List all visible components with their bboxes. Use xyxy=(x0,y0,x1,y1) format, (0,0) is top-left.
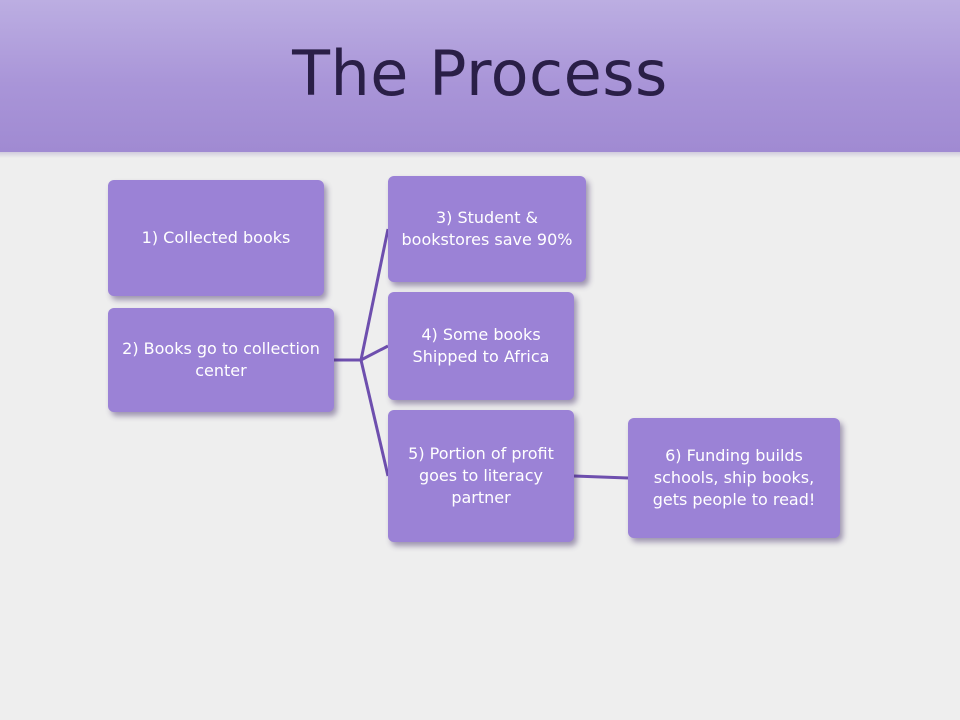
node-collected-books: 1) Collected books xyxy=(108,180,324,296)
connector-n5-n6 xyxy=(573,474,629,480)
slide-header-band xyxy=(0,0,960,152)
connector-n2-n5 xyxy=(334,358,390,477)
node-shipped-to-africa: 4) Some books Shipped to Africa xyxy=(388,292,574,400)
slide-title: The Process xyxy=(292,37,668,110)
connector-n2-n3 xyxy=(334,228,390,362)
node-collection-center: 2) Books go to collection center xyxy=(108,308,334,412)
header-shadow xyxy=(0,152,960,158)
node-funding-builds-schools: 6) Funding builds schools, ship books, g… xyxy=(628,418,840,538)
node-save-90-percent: 3) Student & bookstores save 90% xyxy=(388,176,586,282)
node-literacy-partner: 5) Portion of profit goes to literacy pa… xyxy=(388,410,574,542)
